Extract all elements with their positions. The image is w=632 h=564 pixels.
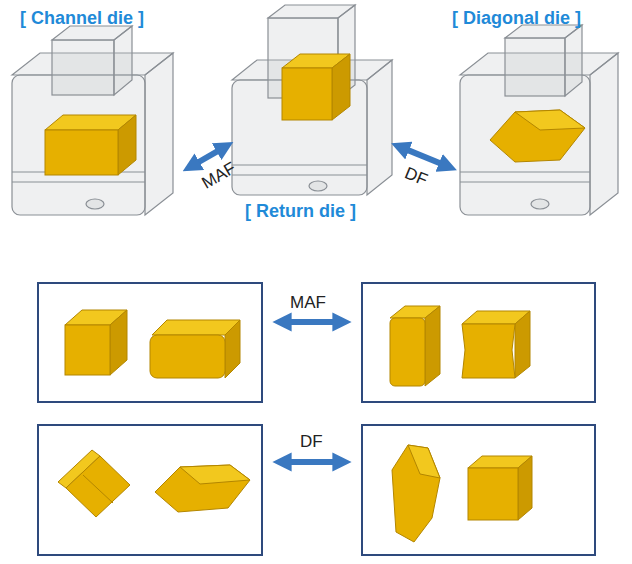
die-title: [ Return die ]: [245, 201, 400, 222]
edge-label: DF: [401, 164, 430, 191]
double-arrow: [400, 147, 448, 167]
die-node: [ Return die ]: [225, 0, 400, 226]
process-label: MAF: [290, 293, 326, 313]
process-label: DF: [300, 432, 323, 452]
die-node: [ Diagonal die ]: [448, 6, 632, 220]
die-title: [ Channel die ]: [20, 8, 191, 29]
die-title: [ Diagonal die ]: [452, 8, 632, 29]
die-node: [ Channel die ]: [8, 6, 191, 220]
